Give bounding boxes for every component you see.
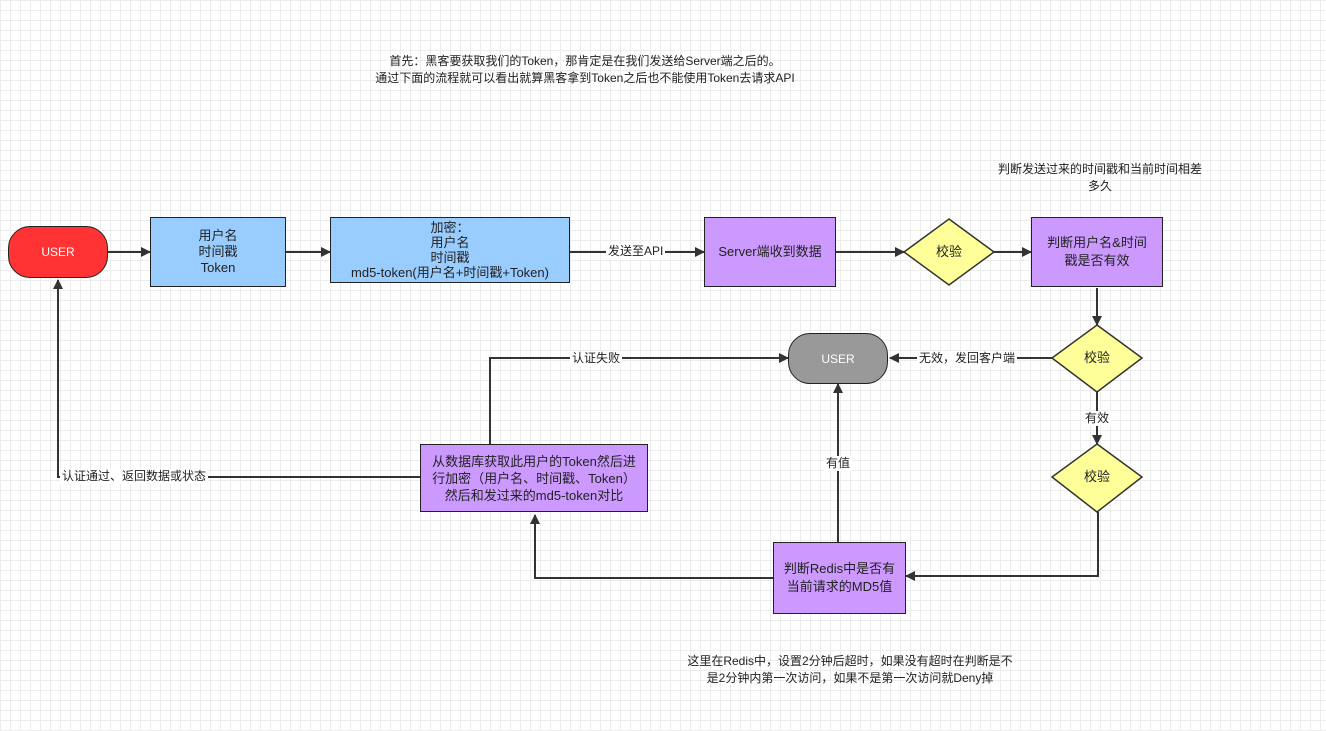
user-start-node: USER [8,226,108,278]
edge-db-to-user-fail [489,353,789,444]
redis-node: 判断Redis中是否有 当前请求的MD5值 [773,542,906,614]
note-top: 首先：黑客要获取我们的Token，那肯定是在我们发送给Server端之后的。 通… [375,54,795,85]
label-valid: 有效 [1083,411,1112,426]
check1-label: 校验 [935,244,962,259]
user-end-node: USER [788,333,888,384]
diamond-check1 [902,218,996,286]
note-right: 判断发送过来的时间戳和当前时间相差 多久 [997,162,1202,193]
judge-time-node: 判断用户名&时间 戳是否有效 [1031,217,1163,287]
fields-node: 用户名 时间戳 Token [150,217,286,287]
label-auth-pass: 认证通过、返回数据或状态 [60,469,209,484]
edge-redis-to-db [530,514,773,579]
label-invalid: 无效，发回客户端 [917,351,1018,366]
diamond-check3 [1050,443,1144,513]
note-bottom: 这里在Redis中，设置2分钟后超时，如果没有超时在判断是不 是2分钟内第一次访… [687,654,1013,685]
check2-label: 校验 [1083,350,1110,365]
edge-db-to-start [53,279,420,478]
server-node: Server端收到数据 [704,217,836,287]
label-has-value: 有值 [824,456,853,471]
edge-check3-to-redis [905,512,1099,581]
db-compare-node: 从数据库获取此用户的Token然后进 行加密（用户名、时间戳、Token） 然后… [420,444,648,512]
label-send-api: 发送至API [606,244,666,259]
label-auth-fail: 认证失败 [570,351,623,366]
check3-label: 校验 [1083,469,1110,484]
encrypt-node: 加密： 用户名 时间戳 md5-token(用户名+时间戳+Token) [330,217,570,283]
diamond-check2 [1050,324,1144,393]
